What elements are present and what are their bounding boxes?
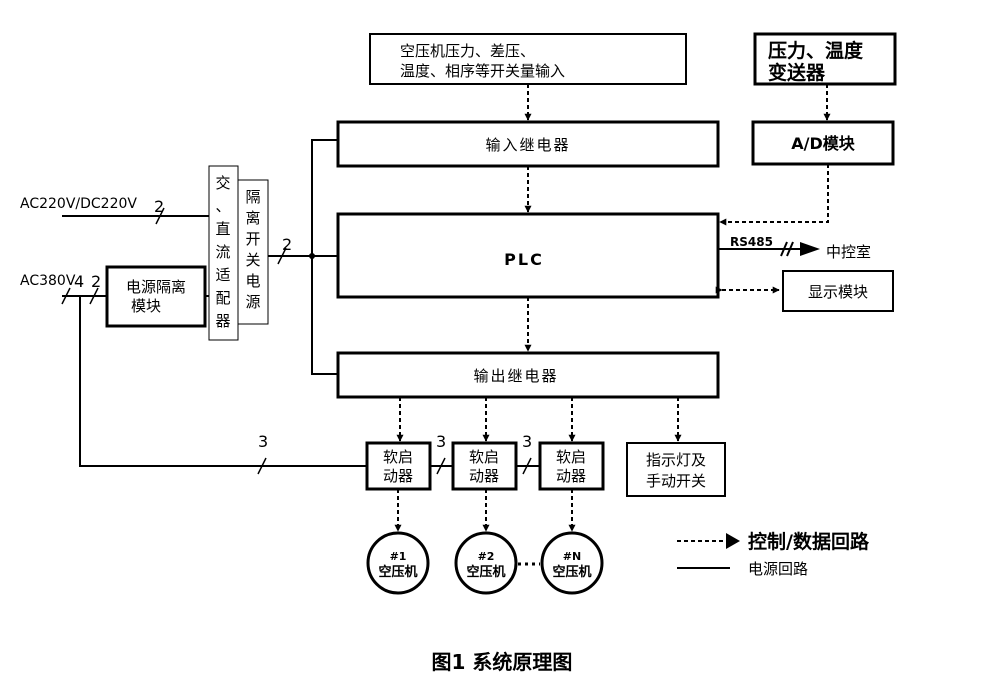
- legend-power-label: 电源回路: [748, 560, 808, 578]
- compressor-n-label: 空压机: [552, 564, 591, 580]
- legend: 控制/数据回路 电源回路: [677, 530, 870, 578]
- legend-arrow: [726, 533, 740, 549]
- compressor-1-label: 空压机: [378, 564, 417, 580]
- adapter-char-0: 交: [215, 174, 230, 192]
- plc-box: PLC: [336, 212, 720, 299]
- output-relay-box: 输出继电器: [336, 351, 720, 399]
- label-ac220: AC220V/DC220V: [20, 196, 137, 212]
- transmitter-line2: 变送器: [768, 61, 826, 84]
- display-module-label: 显示模块: [808, 283, 868, 301]
- soft-starter-2-line2: 动器: [469, 467, 499, 485]
- soft-starter-3-box: 软启 动器: [538, 441, 605, 491]
- psu-isolation-line2: 模块: [131, 297, 161, 315]
- indicator-line2: 手动开关: [646, 472, 706, 490]
- count-adapter-out: 2: [282, 235, 292, 254]
- ad-module-label: A/D模块: [791, 134, 856, 153]
- indicator-box: 指示灯及 手动开关: [626, 442, 726, 497]
- label-control-room: 中控室: [826, 243, 871, 261]
- soft-starter-3-line1: 软启: [556, 448, 586, 466]
- compressor-2-label: 空压机: [466, 564, 505, 580]
- adapter-char-2: 直: [215, 220, 230, 238]
- count-starter-bus: 3: [258, 432, 268, 451]
- psu-isolation-box: 电源隔离 模块: [105, 265, 207, 328]
- ad-module-box: A/D模块: [751, 120, 895, 166]
- psu-isolation-line1: 电源隔离: [126, 278, 186, 296]
- soft-starter-1-line1: 软启: [383, 448, 413, 466]
- compressor-inputs-box: 空压机压力、差压、 温度、相序等开关量输入: [369, 33, 687, 85]
- adapter-char-1: 、: [215, 197, 230, 215]
- isolated-psu-char-2: 开: [245, 230, 260, 248]
- count-ac380-b: 2: [91, 272, 101, 291]
- compressor-n: #N 空压机: [540, 531, 604, 595]
- input-relay-box: 输入继电器: [336, 120, 720, 168]
- adapter-char-4: 适: [215, 266, 230, 284]
- count-ac380-a: 4: [74, 272, 84, 291]
- bus-junction: [309, 253, 315, 259]
- rs485-arrow: [800, 242, 820, 256]
- compressor-n-id: #N: [563, 550, 581, 563]
- plc-label: PLC: [504, 250, 544, 269]
- compressor-1: #1 空压机: [366, 531, 430, 595]
- soft-starter-1-line2: 动器: [383, 467, 413, 485]
- count-starter-2-3: 3: [522, 432, 532, 451]
- power-lines: [62, 139, 820, 467]
- adapter-char-3: 流: [215, 243, 230, 261]
- label-ac380: AC380V: [20, 273, 76, 289]
- wire-ac380-to-starters: [79, 296, 367, 467]
- transmitter-line1: 压力、温度: [768, 39, 864, 62]
- indicator-line1: 指示灯及: [646, 451, 706, 469]
- label-rs485: RS485: [730, 235, 773, 249]
- compressor-inputs-line1: 空压机压力、差压、: [400, 42, 535, 60]
- isolated-psu-char-4: 电: [245, 272, 260, 290]
- compressor-2: #2 空压机: [454, 531, 518, 595]
- legend-control-label: 控制/数据回路: [748, 530, 870, 553]
- compressor-2-id: #2: [478, 550, 495, 563]
- count-ac220: 2: [154, 197, 164, 216]
- compressor-1-id: #1: [390, 550, 407, 563]
- compressor-inputs-line2: 温度、相序等开关量输入: [400, 62, 565, 80]
- edge-ad-to-plc: [719, 164, 829, 226]
- count-starter-1-2: 3: [436, 432, 446, 451]
- isolated-psu-char-1: 离: [245, 209, 260, 227]
- control-lines: [394, 84, 831, 566]
- isolated-psu-char-0: 隔: [245, 188, 260, 206]
- soft-starter-1-box: 软启 动器: [365, 441, 432, 491]
- figure-caption: 图1 系统原理图: [431, 650, 573, 674]
- isolated-psu-char-3: 关: [245, 251, 260, 269]
- input-relay-label: 输入继电器: [485, 136, 570, 154]
- soft-starter-2-box: 软启 动器: [451, 441, 518, 491]
- adapter-char-5: 配: [215, 289, 230, 307]
- isolated-psu-char-5: 源: [245, 293, 260, 311]
- display-module-box: 显示模块: [782, 270, 894, 312]
- wire-ticks: [61, 207, 794, 475]
- output-relay-label: 输出继电器: [473, 367, 558, 385]
- adapter-char-6: 器: [215, 312, 230, 330]
- soft-starter-3-line2: 动器: [556, 467, 586, 485]
- soft-starter-2-line1: 软启: [469, 448, 499, 466]
- transmitter-box: 压力、温度 变送器: [753, 32, 897, 86]
